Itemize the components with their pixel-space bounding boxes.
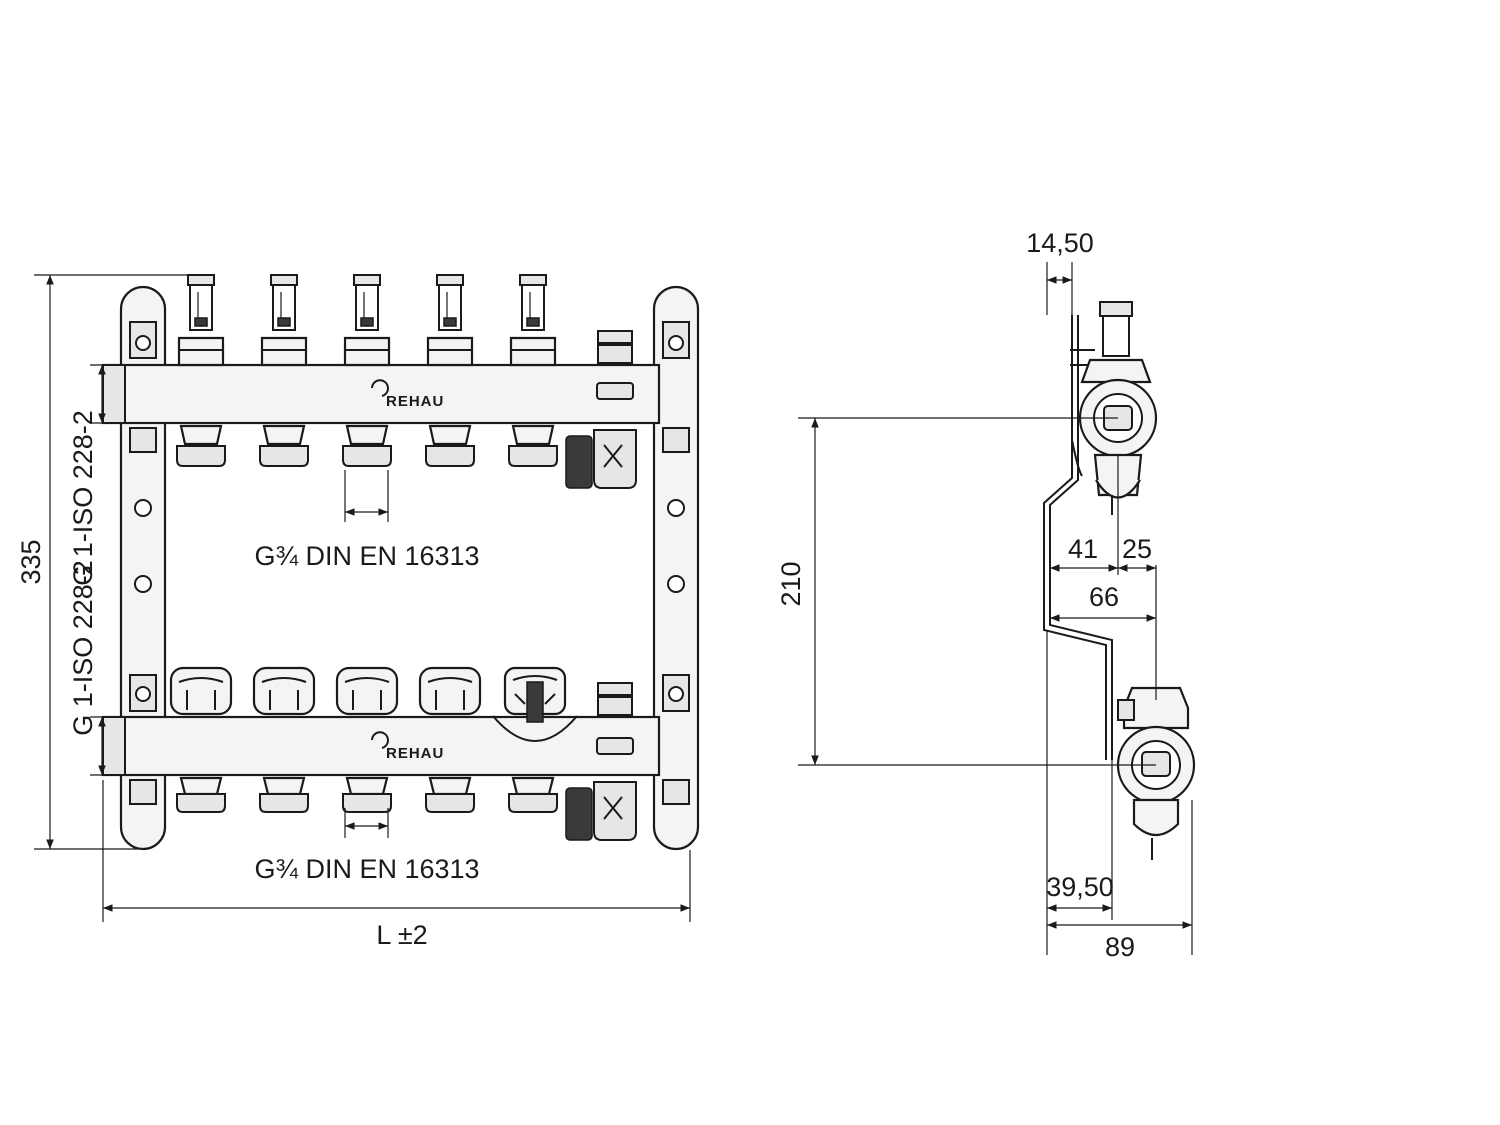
svg-text:G¾ DIN EN 16313: G¾ DIN EN 16313 bbox=[254, 541, 479, 571]
outlet-fitting bbox=[425, 776, 475, 813]
thermostat-valve bbox=[492, 666, 578, 742]
svg-text:14,50: 14,50 bbox=[1026, 228, 1094, 258]
flow-meter bbox=[343, 274, 391, 367]
flow-meter bbox=[177, 274, 225, 367]
label-plate bbox=[596, 737, 634, 755]
svg-text:G 1-ISO 228-2: G 1-ISO 228-2 bbox=[68, 410, 98, 586]
supply-outlets bbox=[176, 424, 558, 467]
front-view: REHAU REHAU bbox=[16, 274, 700, 950]
dim-41-25-66: 41 25 66 bbox=[1050, 456, 1157, 700]
svg-text:39,50: 39,50 bbox=[1046, 872, 1114, 902]
dim-axis-spacing: 210 bbox=[776, 417, 1156, 766]
fill-drain-valve-bottom bbox=[565, 682, 637, 841]
outlet-fitting bbox=[342, 776, 392, 813]
end-cap-top-left bbox=[129, 321, 157, 453]
end-cap-bottom-left bbox=[129, 674, 157, 805]
bracket-right bbox=[652, 285, 700, 851]
dim-length: L ±2 bbox=[102, 780, 691, 950]
valve-cap bbox=[335, 666, 399, 716]
flow-meter bbox=[509, 274, 557, 367]
dim-bottom-offset: 39,50 bbox=[1046, 630, 1114, 955]
return-inlet bbox=[102, 716, 126, 776]
dim-offset-top: 14,50 bbox=[1026, 228, 1094, 315]
outlet-fitting bbox=[508, 424, 558, 467]
dim-depth: 89 bbox=[1047, 800, 1193, 962]
valve-cap bbox=[169, 666, 233, 716]
svg-text:210: 210 bbox=[776, 561, 806, 606]
svg-text:66: 66 bbox=[1089, 582, 1119, 612]
flow-meter bbox=[260, 274, 308, 367]
dim-outlet-bottom: G¾ DIN EN 16313 bbox=[254, 808, 480, 884]
outlet-fitting bbox=[342, 424, 392, 467]
side-view: 14,50 210 41 25 66 39,50 bbox=[776, 228, 1196, 962]
valve-cap bbox=[418, 666, 482, 716]
outlet-fitting bbox=[508, 776, 558, 813]
end-cap-top-right bbox=[662, 321, 690, 453]
outlet-fitting bbox=[259, 424, 309, 467]
svg-text:G 1-ISO 228-2: G 1-ISO 228-2 bbox=[68, 560, 98, 736]
svg-text:89: 89 bbox=[1105, 932, 1135, 962]
dim-connection-return: G 1-ISO 228-2 bbox=[68, 560, 125, 776]
svg-text:REHAU: REHAU bbox=[386, 745, 444, 762]
bracket-hole bbox=[667, 499, 685, 517]
outlet-fitting bbox=[176, 776, 226, 813]
bracket-hole bbox=[667, 575, 685, 593]
svg-text:G¾ DIN EN 16313: G¾ DIN EN 16313 bbox=[254, 854, 479, 884]
outlet-fitting bbox=[259, 776, 309, 813]
svg-text:L ±2: L ±2 bbox=[376, 920, 427, 950]
return-outlets bbox=[176, 776, 558, 813]
rehau-logo-top: REHAU bbox=[371, 379, 444, 410]
flow-meter bbox=[426, 274, 474, 367]
valve-cap bbox=[252, 666, 316, 716]
dim-connection-supply: G 1-ISO 228-2 bbox=[68, 364, 125, 586]
svg-text:REHAU: REHAU bbox=[386, 393, 444, 410]
label-plate bbox=[596, 382, 634, 400]
dim-outlet-top: G¾ DIN EN 16313 bbox=[254, 470, 480, 571]
svg-text:41: 41 bbox=[1068, 534, 1098, 564]
bracket-hole bbox=[134, 575, 152, 593]
outlet-fitting bbox=[176, 424, 226, 467]
side-return-assembly bbox=[1116, 686, 1196, 860]
svg-text:335: 335 bbox=[16, 539, 46, 584]
return-bar bbox=[101, 715, 661, 777]
flow-meters bbox=[177, 274, 557, 367]
return-valve-caps bbox=[169, 666, 482, 716]
outlet-fitting bbox=[425, 424, 475, 467]
supply-inlet bbox=[102, 364, 126, 424]
end-cap-bottom-right bbox=[662, 674, 690, 805]
rehau-logo-bottom: REHAU bbox=[371, 731, 444, 762]
bracket-hole bbox=[134, 499, 152, 517]
svg-text:25: 25 bbox=[1122, 534, 1152, 564]
fill-drain-valve-top bbox=[565, 330, 637, 489]
dim-height: 335 bbox=[16, 274, 190, 850]
supply-bar bbox=[101, 363, 661, 425]
